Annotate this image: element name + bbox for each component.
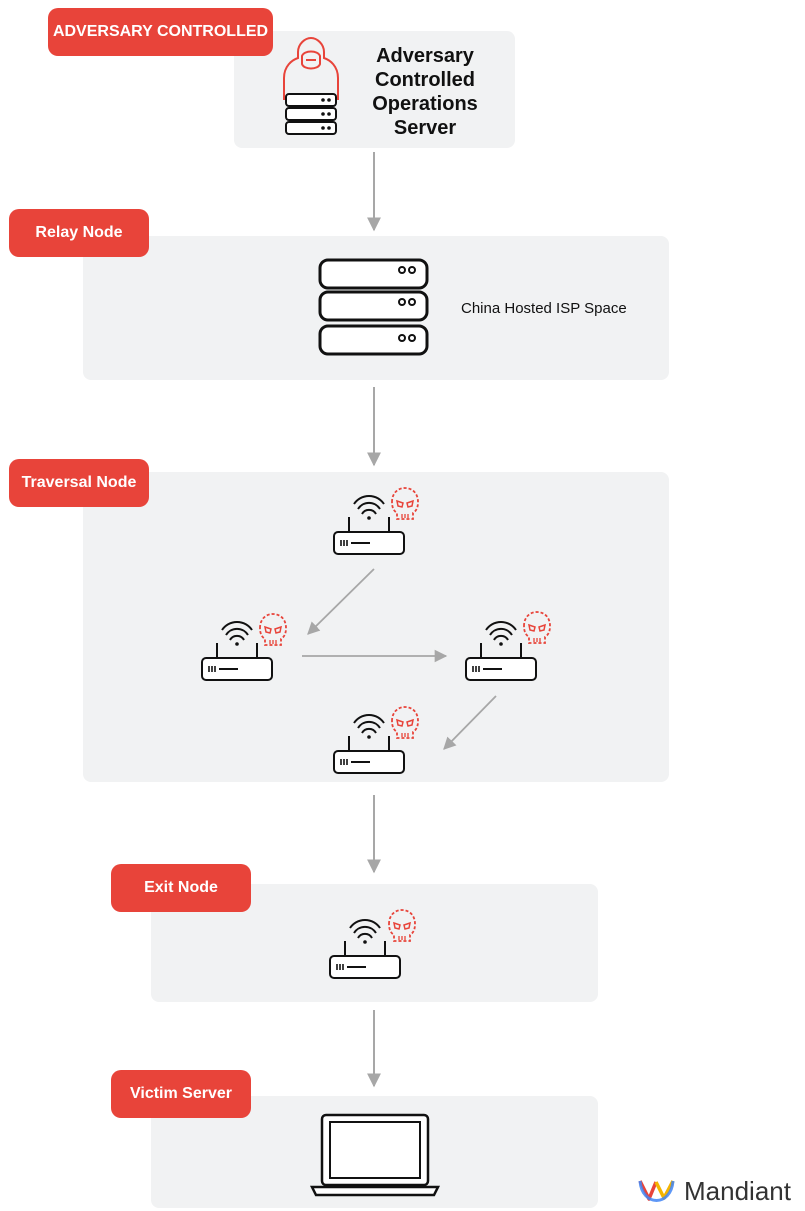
victim-server-tag: Victim Server [111,1070,251,1118]
ops-server-title-line: Adversary [376,45,474,67]
compromised-router-icon [465,611,551,681]
compromised-router-icon [333,706,419,774]
mandiant-logo-icon [638,1180,675,1202]
server-rack-icon [318,258,429,356]
arrow-router3-to-router4 [443,695,497,750]
ops-server-title-line: Server [393,117,457,139]
arrow-router1-to-router2 [307,568,375,635]
mandiant-brand-name: Mandiant [684,1176,791,1206]
adversary-controlled-tag: ADVERSARY CONTROLLED [48,8,273,56]
traversal-node-panel [83,472,669,782]
hooded-hacker-server-icon [283,36,339,135]
ops-server-title-line: Operations [372,93,478,115]
laptop-icon [309,1113,441,1197]
traversal-node-tag: Traversal Node [9,459,149,507]
relay-node-note: China Hosted ISP Space [461,300,627,317]
compromised-router-icon [329,909,416,979]
exit-node-tag: Exit Node [111,864,251,912]
ops-server-title-line: Controlled [375,69,475,91]
ops-server-panel [234,31,515,148]
relay-node-tag: Relay Node [9,209,149,257]
ops-server-title: Adversary Controlled Operations Server [355,44,495,140]
compromised-router-icon [333,487,419,555]
compromised-router-icon [201,613,287,681]
